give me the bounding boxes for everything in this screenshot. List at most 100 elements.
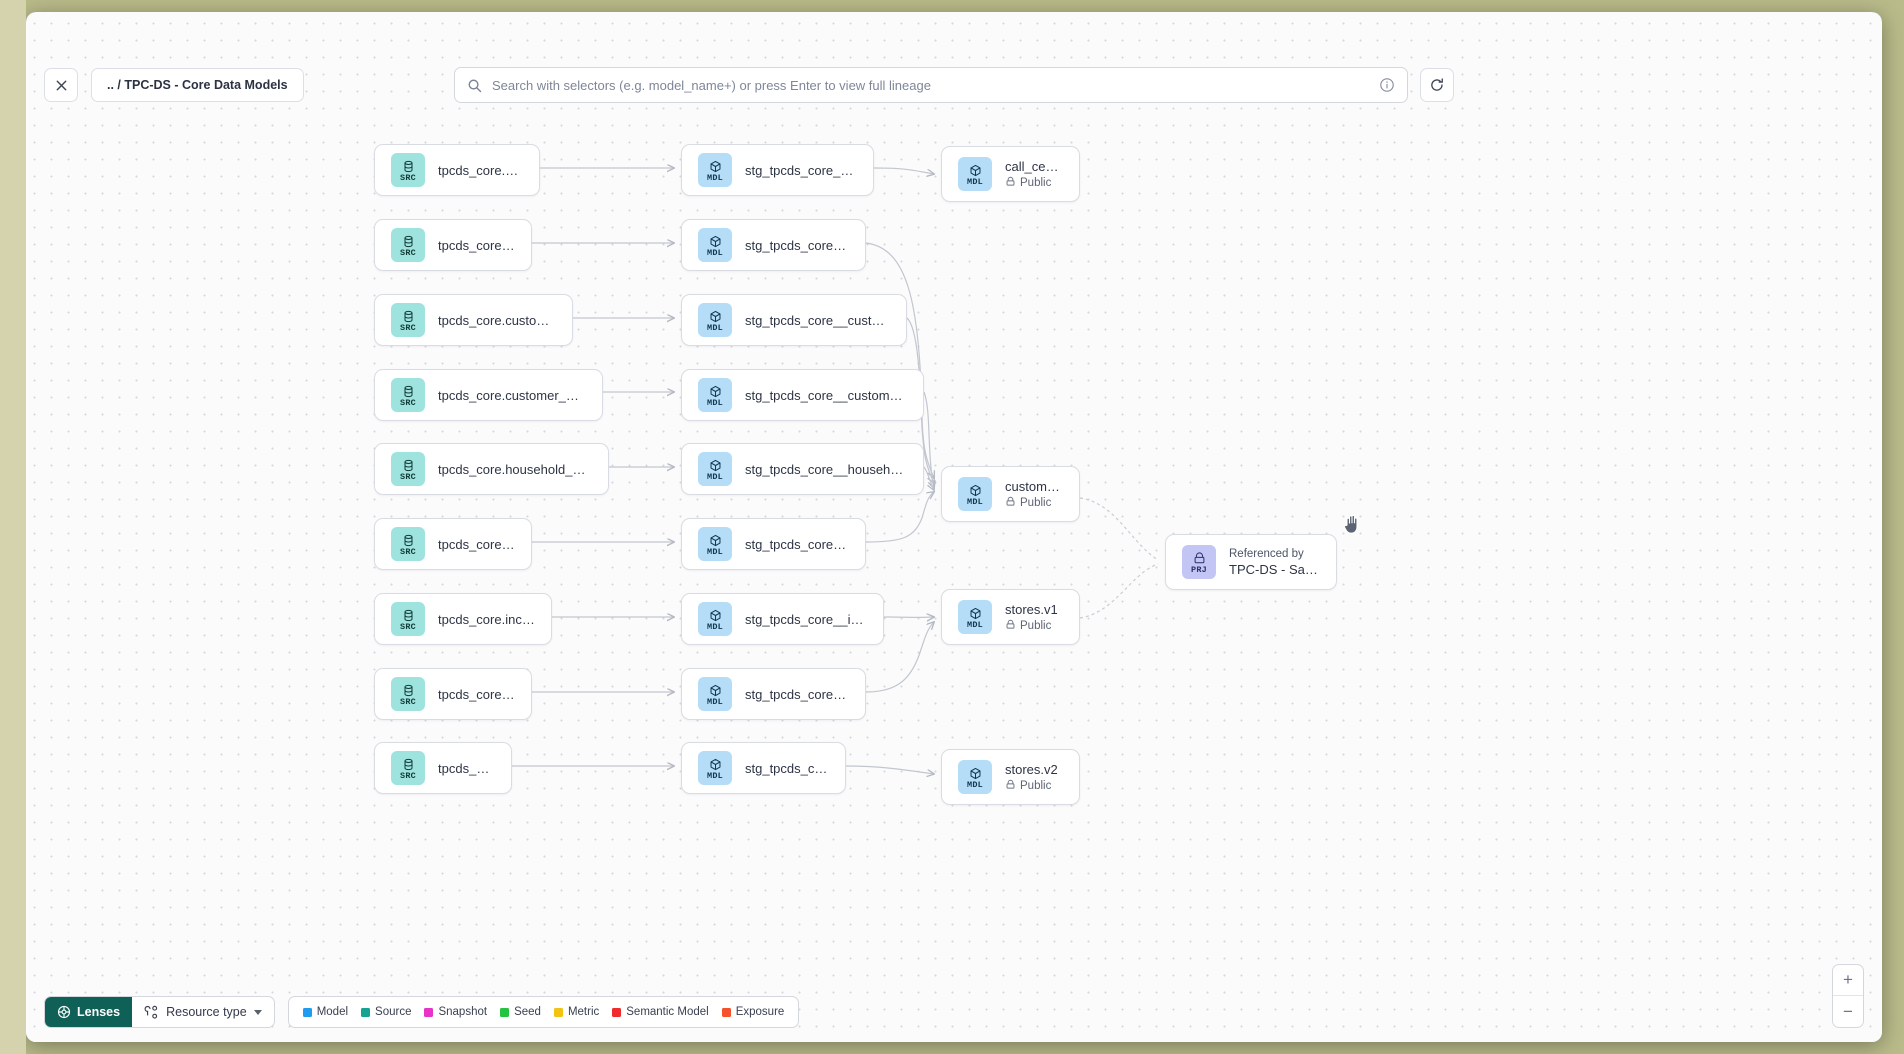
lineage-node-model[interactable]: MDL stg_tpcds_core__inventory: [681, 668, 866, 720]
database-icon: [402, 756, 415, 771]
node-type-badge-src: SRC: [391, 378, 425, 412]
search-container[interactable]: [454, 67, 1408, 103]
cube-icon: [709, 457, 722, 472]
lenses-label: Lenses: [77, 1005, 121, 1019]
lineage-node-source[interactable]: SRC tpcds_core.inventory: [374, 668, 532, 720]
node-access-badge: Public: [1005, 619, 1058, 633]
legend-label: Model: [316, 1006, 349, 1018]
refresh-button[interactable]: [1420, 68, 1454, 102]
cube-icon: [709, 308, 722, 323]
node-title: tpcds_core.store: [438, 760, 495, 776]
node-type-badge-src: SRC: [391, 452, 425, 486]
breadcrumb-chip[interactable]: .. / TPC-DS - Core Data Models: [91, 68, 304, 102]
legend-swatch: [424, 1007, 434, 1017]
legend-item: Exposure: [721, 1006, 784, 1018]
node-type-badge-mdl: MDL: [958, 600, 992, 634]
node-type-badge-src: SRC: [391, 303, 425, 337]
close-button[interactable]: [44, 68, 78, 102]
zoom-in-button[interactable]: +: [1833, 965, 1863, 996]
lineage-node-public-model[interactable]: MDL call_centersPublic: [941, 146, 1080, 202]
node-title: stg_tpcds_core__customer: [745, 237, 849, 253]
resource-type-dropdown[interactable]: Resource type: [132, 997, 274, 1027]
node-title: stg_tpcds_core__date_dim: [745, 536, 849, 552]
node-access-badge: Public: [1005, 496, 1063, 510]
app-window: dbt Develop Deploy Explore Navigation pr…: [26, 12, 1882, 1042]
node-type-badge-src: SRC: [391, 228, 425, 262]
database-icon: [402, 158, 415, 173]
lineage-node-model[interactable]: MDL stg_tpcds_core__income_band: [681, 593, 884, 645]
lineage-node-model[interactable]: MDLstg_tpcds_core__customer_demogra…: [681, 369, 924, 421]
node-title: tpcds_core.customer_demographics: [438, 387, 586, 403]
legend-label: Metric: [567, 1006, 600, 1018]
legend-label: Semantic Model: [626, 1006, 709, 1018]
legend-item: Semantic Model: [612, 1006, 709, 1018]
resource-type-label: Resource type: [166, 1005, 247, 1019]
cube-icon: [709, 607, 722, 622]
node-type-badge-src: SRC: [391, 677, 425, 711]
node-text: stg_tpcds_core__customer_demogra…: [745, 388, 907, 403]
node-text: stg_tpcds_core__income_band: [745, 612, 867, 627]
lineage-canvas[interactable]: .. / TPC-DS - Core Data Models: [26, 12, 1882, 1042]
lineage-graph: SRCtpcds_core.call_centerSRCtpcds_core.c…: [26, 12, 1882, 1042]
lineage-node-source[interactable]: SRC tpcds_core.customer_address: [374, 294, 573, 346]
database-icon: [402, 682, 415, 697]
node-text: tpcds_core.customer_address: [438, 313, 556, 328]
cube-icon: [709, 233, 722, 248]
node-text: tpcds_core.store: [438, 761, 495, 776]
node-text: stg_tpcds_core__inventory: [745, 687, 849, 702]
node-title: tpcds_core.date_dim: [438, 536, 515, 552]
lock-icon: [1005, 176, 1016, 190]
node-type-badge-mdl: MDL: [698, 751, 732, 785]
zoom-controls: + −: [1832, 964, 1864, 1028]
node-title: tpcds_core.income_band: [438, 611, 535, 627]
legend-swatch: [612, 1007, 622, 1017]
node-text: tpcds_core.income_band: [438, 612, 535, 627]
node-title: TPC-DS - Sales Analytics: [1229, 561, 1320, 577]
node-text: stg_tpcds_core__customer_address: [745, 313, 890, 328]
node-text: stg_tpcds_core__date_dim: [745, 537, 849, 552]
node-text: tpcds_core.inventory: [438, 687, 515, 702]
lineage-node-model[interactable]: MDLstg_tpcds_core__household_demogr…: [681, 443, 924, 495]
legend-swatch: [553, 1007, 563, 1017]
node-type-badge-mdl: MDL: [958, 760, 992, 794]
lens-icon: [57, 1005, 71, 1019]
node-type-badge-mdl: MDL: [698, 677, 732, 711]
node-title: stg_tpcds_core__call_center: [745, 162, 857, 178]
node-type-badge-mdl: MDL: [958, 477, 992, 511]
node-type-badge-mdl: MDL: [698, 602, 732, 636]
lock-icon: [1005, 619, 1016, 633]
node-text: tpcds_core.call_center: [438, 163, 523, 178]
lineage-node-source[interactable]: SRC tpcds_core.customer_demographics: [374, 369, 603, 421]
lenses-button[interactable]: Lenses: [45, 997, 133, 1027]
legend-swatch: [500, 1007, 510, 1017]
cube-icon: [969, 605, 982, 620]
lineage-node-source[interactable]: SRC tpcds_core.store: [374, 742, 512, 794]
node-text: call_centersPublic: [1005, 159, 1063, 190]
zoom-out-button[interactable]: −: [1843, 1001, 1853, 1021]
database-icon: [402, 457, 415, 472]
node-title: tpcds_core.customer_address: [438, 312, 556, 328]
node-type-badge-src: SRC: [391, 751, 425, 785]
node-title: call_centers: [1005, 158, 1063, 174]
node-type-badge-mdl: MDL: [958, 157, 992, 191]
search-input[interactable]: [492, 77, 1369, 93]
info-icon[interactable]: [1379, 77, 1395, 93]
legend-label: Snapshot: [438, 1006, 488, 1018]
chevron-down-icon: [253, 1009, 262, 1015]
